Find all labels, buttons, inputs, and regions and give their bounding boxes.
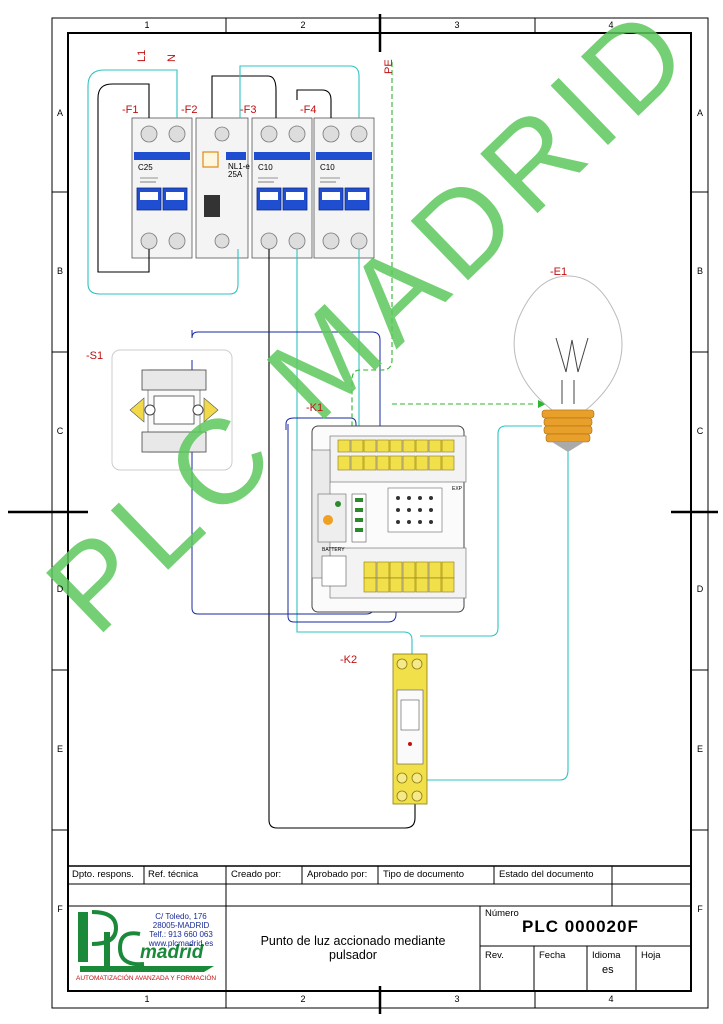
f3-rating: C10 [258, 163, 273, 172]
tb-ref-tecnica-header: Ref. técnica [148, 869, 199, 880]
tb-hoja-label: Hoja [641, 950, 661, 961]
document-title-line-1: Punto de luz accionado mediante [260, 934, 446, 948]
f3-ref: -F3 [240, 104, 257, 116]
k1-battery-label: BATTERY [322, 547, 345, 553]
grid-col-3-bottom: 3 [454, 994, 460, 1004]
f2-rating: 25A [228, 170, 243, 179]
tb-idioma-value: es [602, 964, 614, 976]
grid-row-c-right: C [696, 426, 704, 436]
grid-col-4-top: 4 [608, 20, 614, 30]
tb-aprobado-header: Aprobado por: [307, 869, 368, 880]
title-block-lines [68, 865, 691, 991]
grid-row-e-left: E [56, 744, 63, 754]
grid-col-3-top: 3 [454, 20, 460, 30]
company-brand: madrid [140, 942, 204, 963]
grid-row-b-left: B [56, 266, 63, 276]
grid-col-2-bottom: 2 [300, 994, 306, 1004]
wires-black [97, 75, 416, 829]
grid-row-d-right: D [696, 584, 704, 594]
grid-col-2-top: 2 [300, 20, 306, 30]
f1-ref: -F1 [122, 104, 139, 116]
f4-ref: -F4 [300, 104, 317, 116]
grid-col-4-bottom: 4 [608, 994, 614, 1004]
grid-col-1-bottom: 1 [144, 994, 150, 1004]
lamp-e1 [513, 275, 623, 452]
grid-row-f-right: F [697, 904, 703, 914]
tb-numero-value: PLC 000020F [522, 917, 639, 936]
tb-dpto-header: Dpto. respons. [72, 869, 134, 880]
f2-ref: -F2 [181, 104, 198, 116]
tb-rev-label: Rev. [485, 950, 504, 961]
company-address-2: 28005-MADRID [152, 921, 210, 930]
k1-ref: -K1 [306, 402, 324, 414]
k1-exp-label: EXP [452, 486, 463, 492]
tb-estado-header: Estado del documento [499, 869, 594, 880]
grid-row-c-left: C [56, 426, 64, 436]
company-tagline: AUTOMATIZACIÓN AVANZADA Y FORMACIÓN [76, 975, 217, 982]
grid-row-b-right: B [696, 266, 703, 276]
company-phone: Telf.: 913 660 063 [149, 930, 213, 939]
f2-model: NL1-e [228, 162, 250, 171]
supply-pe-label: PE [383, 59, 395, 74]
tb-idioma-label: Idioma [592, 950, 621, 961]
plc-k1 [311, 425, 467, 613]
grid-row-a-left: A [56, 108, 63, 118]
supply-n-label: N [166, 54, 178, 62]
document-title-line-2: pulsador [329, 948, 377, 962]
grid-row-a-right: A [696, 108, 703, 118]
tb-creado-header: Creado por: [231, 869, 282, 880]
company-web: www.plcmadrid.es [148, 939, 214, 948]
pe-arrow [538, 400, 546, 408]
tb-tipo-header: Tipo de documento [383, 869, 464, 880]
k2-ref: -K2 [340, 654, 358, 666]
pushbutton-s1 [111, 349, 233, 471]
wire-pe [351, 62, 536, 442]
company-logo [78, 910, 214, 972]
wires-cyan [87, 65, 569, 781]
e1-ref: -E1 [550, 266, 568, 278]
company-address-1: C/ Toledo, 176 [155, 912, 207, 921]
supply-l1-label: L1 [136, 49, 148, 62]
f4-rating: C10 [320, 163, 335, 172]
tb-fecha-label: Fecha [539, 950, 566, 961]
grid-row-d-left: D [56, 584, 64, 594]
relay-k2 [392, 653, 428, 805]
f1-rating: C25 [138, 163, 153, 172]
s1-ref: -S1 [86, 350, 104, 362]
centering-marks [8, 14, 718, 1014]
grid-row-e-right: E [696, 744, 703, 754]
breaker-panel [131, 117, 375, 259]
grid-row-f-left: F [57, 904, 63, 914]
tb-numero-label: Número [485, 908, 519, 919]
grid-col-1-top: 1 [144, 20, 150, 30]
